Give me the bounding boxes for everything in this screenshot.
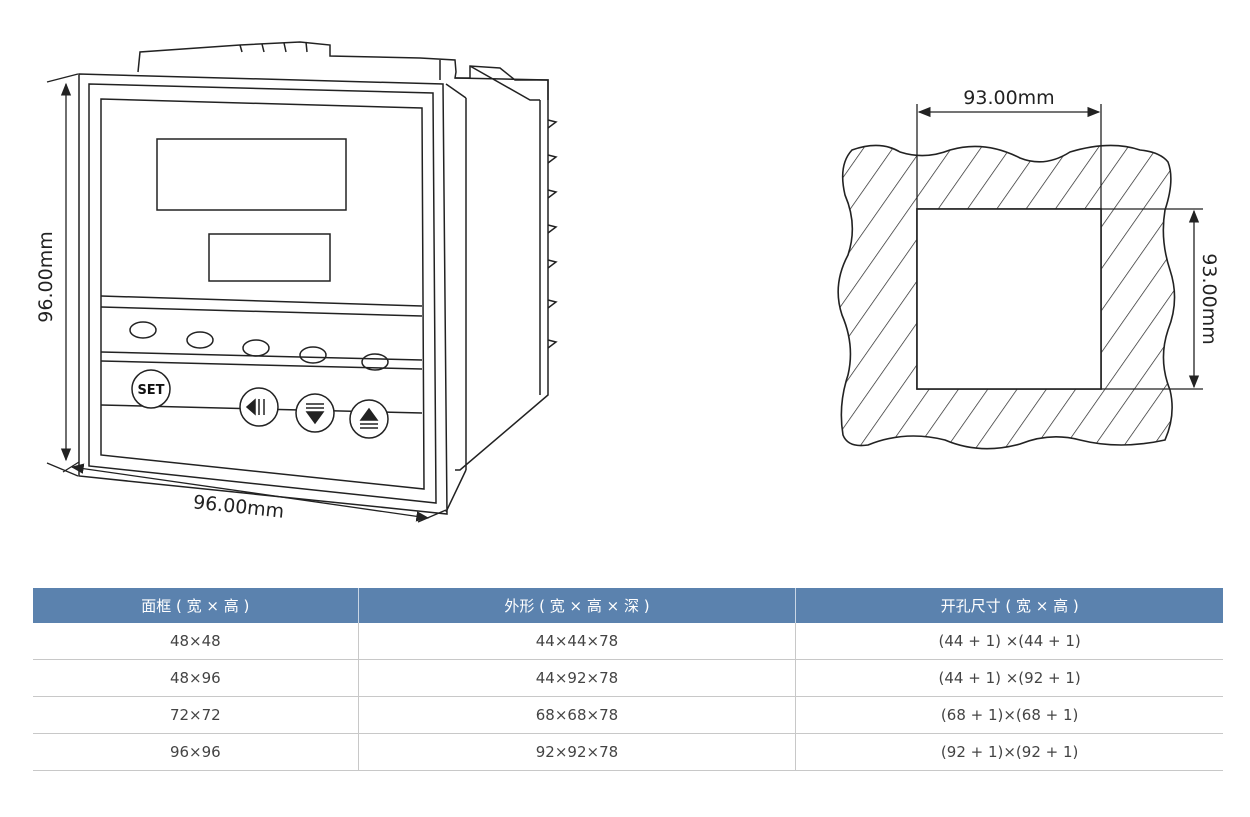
down-button[interactable] xyxy=(295,393,335,433)
table-cell: 96×96 xyxy=(33,733,359,771)
set-button[interactable]: SET xyxy=(131,369,171,409)
table-cell: 48×48 xyxy=(33,623,359,660)
controller-device-drawing xyxy=(78,41,558,515)
table-cell: (68 + 1)×(68 + 1) xyxy=(795,696,1223,734)
cutout-height-label: 93.00mm xyxy=(1198,253,1220,344)
up-button[interactable] xyxy=(349,399,389,439)
table-cell: 72×72 xyxy=(33,696,359,734)
device-width-dimension xyxy=(62,461,447,523)
set-button-label: SET xyxy=(137,383,164,398)
header-cutout: 开孔尺寸 ( 宽 × 高 ) xyxy=(795,588,1223,623)
table-cell: 44×44×78 xyxy=(358,623,797,660)
cutout-width-label: 93.00mm xyxy=(963,87,1054,109)
table-row: 96×96 92×92×78 (92 + 1)×(92 + 1) xyxy=(33,733,1223,771)
diagram-canvas: SET 96.00mm 96.00mm xyxy=(35,41,1220,523)
table-cell: (92 + 1)×(92 + 1) xyxy=(795,733,1223,771)
up-arrow-icon xyxy=(359,407,379,421)
cutout-height-dimension xyxy=(1101,208,1203,390)
panel-cutout-drawing xyxy=(837,144,1176,450)
table-cell: 48×96 xyxy=(33,659,359,697)
shift-left-icon xyxy=(245,398,256,416)
cutout-width-dimension xyxy=(916,104,1102,209)
table-row: 48×96 44×92×78 (44 + 1) ×(92 + 1) xyxy=(33,659,1223,697)
table-row: 72×72 68×68×78 (68 + 1)×(68 + 1) xyxy=(33,696,1223,734)
table-cell: (44 + 1) ×(92 + 1) xyxy=(795,659,1223,697)
header-bezel: 面框 ( 宽 × 高 ) xyxy=(33,588,359,623)
table-header-row: 面框 ( 宽 × 高 ) 外形 ( 宽 × 高 × 深 ) 开孔尺寸 ( 宽 ×… xyxy=(33,588,1223,623)
shift-left-button[interactable] xyxy=(239,387,279,427)
down-arrow-icon xyxy=(305,411,325,425)
header-outline: 外形 ( 宽 × 高 × 深 ) xyxy=(358,588,797,623)
table-row: 48×48 44×44×78 (44 + 1) ×(44 + 1) xyxy=(33,623,1223,660)
dimension-spec-table: 面框 ( 宽 × 高 ) 外形 ( 宽 × 高 × 深 ) 开孔尺寸 ( 宽 ×… xyxy=(33,588,1223,771)
table-cell: 68×68×78 xyxy=(358,696,797,734)
table-cell: (44 + 1) ×(44 + 1) xyxy=(795,623,1223,660)
table-cell: 44×92×78 xyxy=(358,659,797,697)
device-height-label: 96.00mm xyxy=(35,231,57,322)
table-cell: 92×92×78 xyxy=(358,733,797,771)
